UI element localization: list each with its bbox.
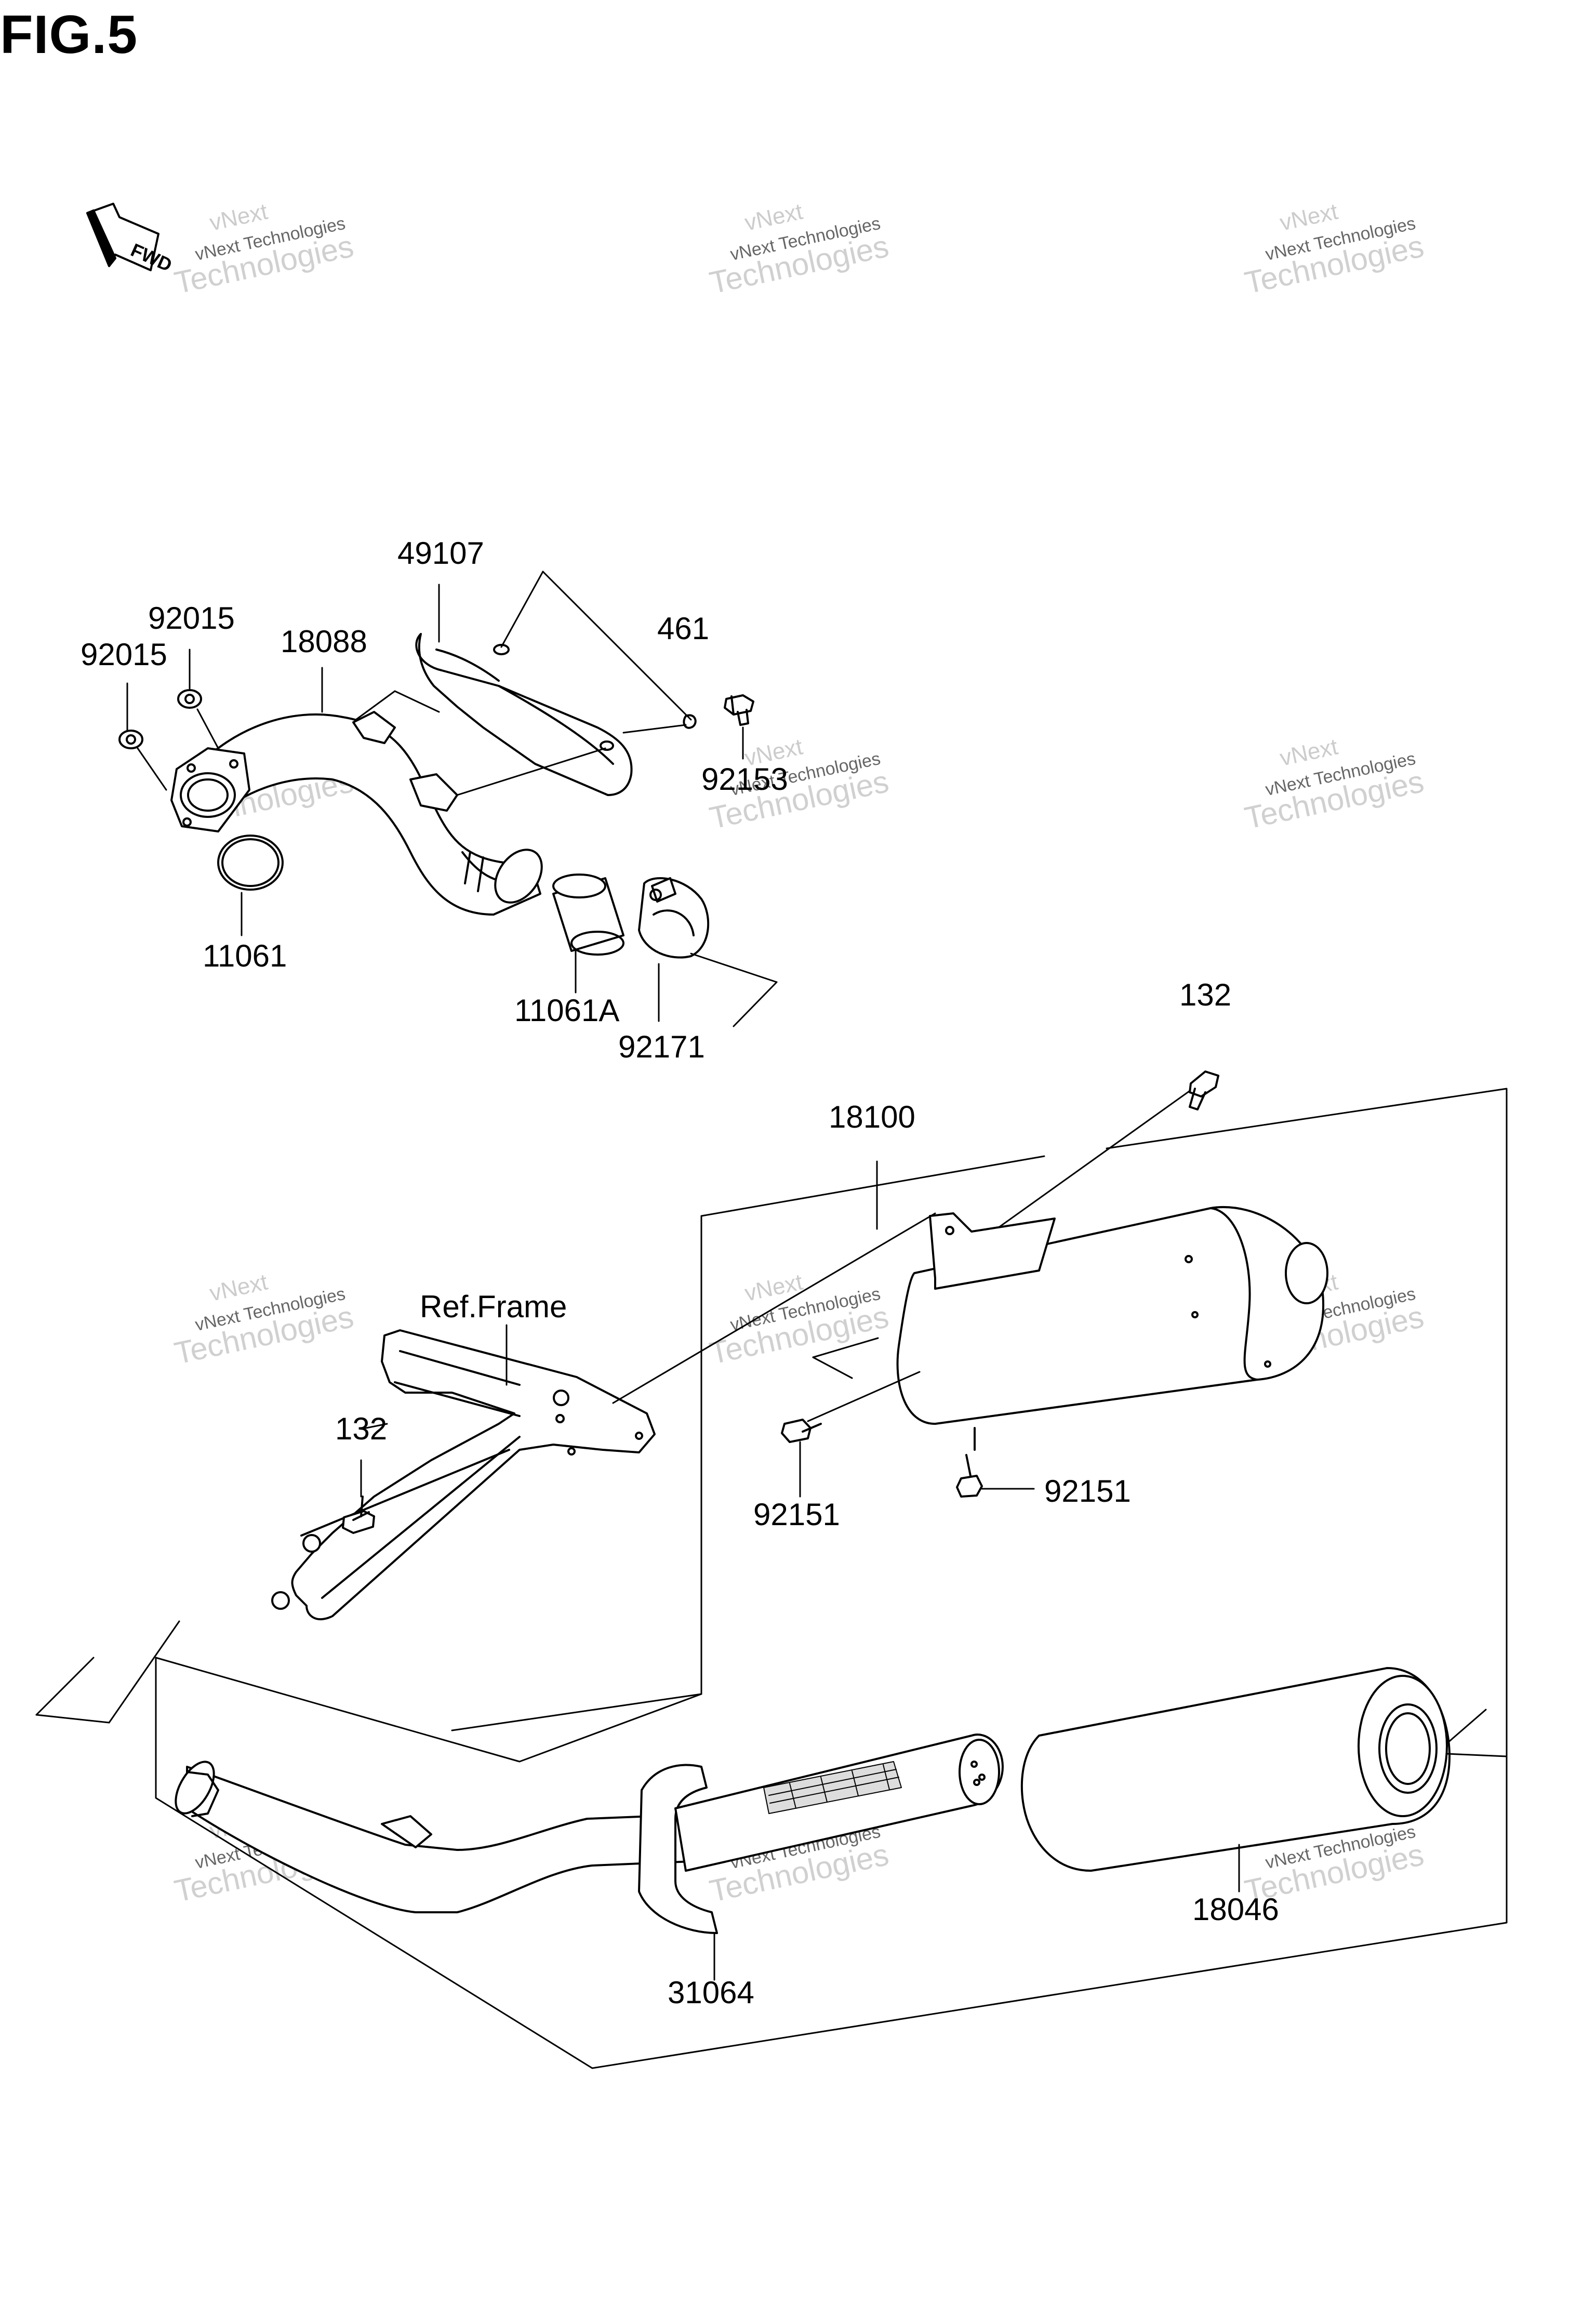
watermark-mark: vNext xyxy=(207,199,270,235)
label-92151-right: 92151 xyxy=(1044,1474,1131,1509)
watermark-mark: vNext xyxy=(742,1269,805,1306)
heat-guard-49107[interactable] xyxy=(415,633,633,796)
upper-leader-lines xyxy=(126,571,778,1027)
label-18100: 18100 xyxy=(829,1100,915,1134)
figure-title: FIG.5 xyxy=(0,5,138,65)
label-92153: 92153 xyxy=(701,762,788,797)
gasket-11061A[interactable] xyxy=(552,874,624,956)
label-461: 461 xyxy=(657,611,709,646)
bolt-132-frame[interactable] xyxy=(342,1496,375,1534)
watermark-mark: vNext xyxy=(742,199,805,235)
fwd-arrow-icon: FWD xyxy=(86,203,175,276)
insert-31064[interactable] xyxy=(638,1734,1004,1981)
watermark-mark: vNext xyxy=(1278,734,1340,771)
header-pipe-18088[interactable] xyxy=(170,711,551,916)
bolt-92151-right[interactable] xyxy=(956,1454,983,1498)
label-11061A: 11061A xyxy=(514,993,619,1028)
label-18046: 18046 xyxy=(1192,1892,1279,1927)
label-31064: 31064 xyxy=(668,1975,754,2010)
label-132-frame: 132 xyxy=(335,1411,387,1446)
bolt-132-top[interactable] xyxy=(1189,1070,1219,1110)
lower-leader-lines xyxy=(35,1212,1035,1724)
ref-frame xyxy=(271,1329,656,1620)
silencer-body-18046[interactable] xyxy=(1020,1667,1508,1893)
gasket-11061[interactable] xyxy=(217,835,284,891)
part-labels: 49107 92015 92015 18088 461 92153 11061 … xyxy=(81,536,1279,2010)
muffler-assy-frame-18100 xyxy=(155,1082,1508,2069)
nut-92015-a[interactable] xyxy=(118,730,143,749)
watermark-mark: vNext xyxy=(1278,199,1340,235)
clamp-92171[interactable] xyxy=(638,877,710,959)
bolt-92151-left[interactable] xyxy=(781,1419,822,1443)
insert-perforation xyxy=(763,1761,902,1814)
label-132-top: 132 xyxy=(1179,977,1231,1012)
label-92151-left: 92151 xyxy=(753,1497,840,1532)
label-49107: 49107 xyxy=(397,536,484,571)
clip-461[interactable] xyxy=(683,714,697,729)
front-pipe[interactable] xyxy=(168,1755,749,1913)
bolt-92153[interactable] xyxy=(724,694,754,726)
nut-92015-b[interactable] xyxy=(177,689,202,709)
label-18088: 18088 xyxy=(281,624,367,659)
label-11061: 11061 xyxy=(203,938,287,973)
label-92015-a: 92015 xyxy=(81,637,167,672)
label-ref-frame: Ref.Frame xyxy=(420,1289,567,1324)
muffler-assembly[interactable] xyxy=(896,1206,1328,1451)
watermark-group: vNext vNext Technologies Technologies vN… xyxy=(171,199,1427,1909)
watermark-mark: vNext xyxy=(207,1269,270,1306)
label-92171: 92171 xyxy=(618,1029,705,1064)
label-92015-b: 92015 xyxy=(148,601,235,636)
